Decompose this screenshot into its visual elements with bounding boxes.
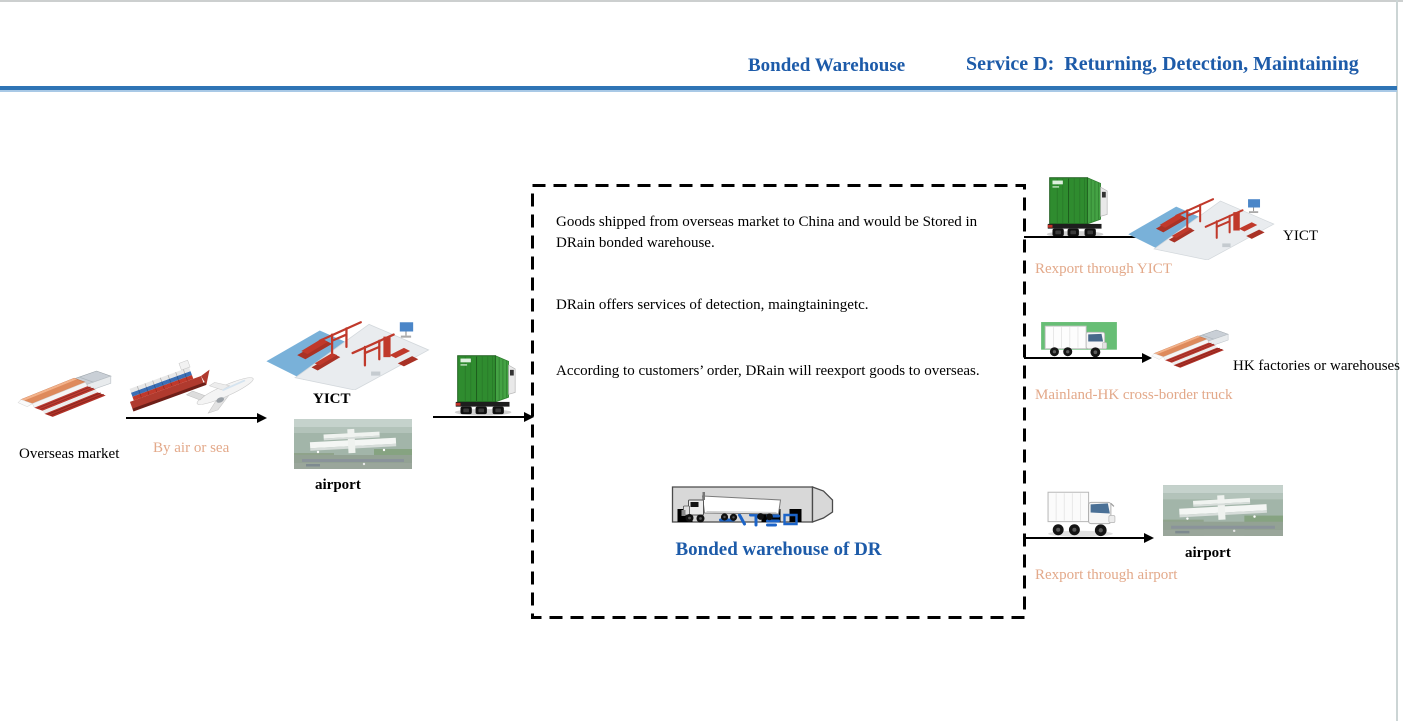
- crossborder-arrow: [1024, 352, 1152, 363]
- airport-label-right: airport: [1185, 545, 1231, 561]
- overseas-market-label: Overseas market: [19, 446, 120, 462]
- airport-photo-right: [1163, 485, 1283, 536]
- bonded-warehouse-illustration: [662, 484, 858, 534]
- green-container-truck-icon-yict: [1044, 172, 1110, 240]
- crossborder-route-label: Mainland-HK cross-border truck: [1035, 387, 1233, 403]
- reexport-airport-route-label: Rexport through airport: [1035, 567, 1178, 583]
- slide-border-right: [1396, 0, 1398, 721]
- green-container-truck-icon-inbound: [452, 350, 518, 418]
- by-air-or-sea-label: By air or sea: [153, 440, 230, 456]
- yict-port-icon-left: [266, 312, 431, 390]
- hk-factories-label: HK factories or warehouses: [1233, 358, 1401, 374]
- yict-label-right: YICT: [1283, 228, 1318, 244]
- inbound-truck-arrow: [433, 411, 534, 422]
- header-bonded-warehouse: Bonded Warehouse: [748, 55, 906, 76]
- hk-warehouse-icon: [1150, 329, 1234, 373]
- yict-label-left: YICT: [313, 391, 351, 407]
- reexport-airport-arrow: [1024, 532, 1154, 543]
- air-sea-arrow: [126, 412, 267, 423]
- airport-truck-icon: [1044, 486, 1120, 539]
- header-service-d: Service D: Returning, Detection, Maintai…: [966, 53, 1359, 75]
- process-step-1: Goods shipped from overseas market to Ch…: [556, 214, 978, 251]
- reexport-yict-route-label: Rexport through YICT: [1035, 261, 1172, 277]
- ship-airplane-icon: [123, 358, 266, 418]
- slide-border-top: [0, 0, 1403, 2]
- overseas-warehouse-icon: [16, 370, 118, 423]
- header-divider-line-light: [0, 90, 1397, 92]
- header-divider-line: [0, 86, 1397, 90]
- airport-photo-left: [294, 419, 412, 469]
- airport-label-left: airport: [315, 477, 361, 493]
- process-step-2: DRain offers services of detection, main…: [556, 297, 869, 313]
- bonded-warehouse-caption: Bonded warehouse of DR: [675, 539, 882, 560]
- yict-port-icon-right: [1128, 190, 1276, 260]
- process-step-3: According to customers’ order, DRain wil…: [556, 363, 980, 379]
